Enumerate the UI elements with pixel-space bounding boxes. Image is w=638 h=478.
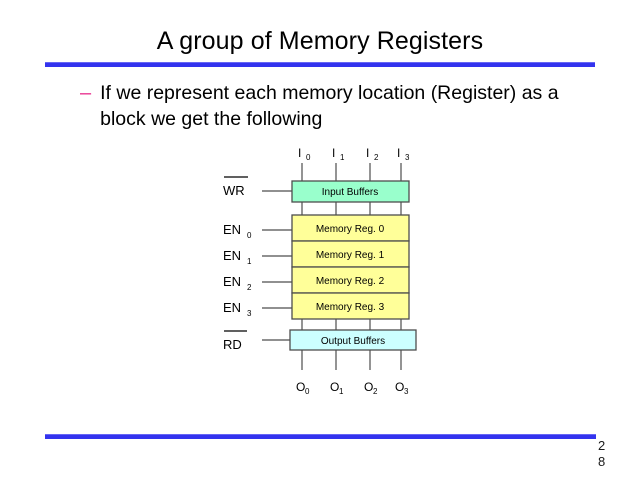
read-control: RD — [223, 330, 290, 352]
memory-register-label-3: Memory Reg. 3 — [316, 302, 385, 313]
memory-register-box-0 — [291, 214, 410, 242]
input-pin-sub-2: 2 — [374, 153, 379, 162]
write-control-label: WR — [223, 183, 245, 198]
output-pin-lines — [301, 350, 402, 370]
input-buffers-box — [291, 180, 410, 203]
input-pin-labels: I 0 I 1 I 2 I 3 — [298, 146, 410, 162]
input-pin-label-1: I — [332, 146, 335, 160]
page-number-line-2: 8 — [598, 454, 606, 469]
page-number: 2 8 — [598, 438, 622, 470]
input-buffers-label: Input Buffers — [322, 187, 379, 198]
memory-register-box-1 — [291, 240, 410, 268]
memory-register-stack: Memory Reg. 0 Memory Reg. 1 Memory Reg. … — [291, 214, 410, 320]
enable-control-sub-0: 0 — [247, 231, 252, 240]
footer-divider — [45, 434, 596, 439]
output-pin-sub-3: 3 — [404, 387, 409, 396]
read-control-label: RD — [223, 337, 242, 352]
input-pin-sub-0: 0 — [306, 153, 311, 162]
output-buffers-box — [289, 329, 417, 351]
enable-control-label-3: EN — [223, 300, 241, 315]
input-pin-label-3: I — [397, 146, 400, 160]
enable-control-sub-3: 3 — [247, 309, 252, 318]
enable-control-label-2: EN — [223, 274, 241, 289]
enable-control-label-0: EN — [223, 222, 241, 237]
memory-to-output-buffer-bus — [301, 319, 402, 330]
title-divider — [45, 62, 595, 67]
enable-control-sub-2: 2 — [247, 283, 252, 292]
enable-control-sub-1: 1 — [247, 257, 252, 266]
output-pin-sub-0: 0 — [305, 387, 310, 396]
memory-register-label-2: Memory Reg. 2 — [316, 276, 385, 287]
enable-control-label-1: EN — [223, 248, 241, 263]
bullet-text: If we represent each memory location (Re… — [100, 82, 559, 130]
bullet-item: – If we represent each memory location (… — [80, 80, 580, 132]
memory-register-label-1: Memory Reg. 1 — [316, 250, 385, 261]
input-pin-label-2: I — [366, 146, 369, 160]
input-pin-sub-3: 3 — [405, 153, 410, 162]
output-pin-label-1: O — [330, 380, 339, 394]
input-buffer-to-memory-bus — [301, 202, 402, 215]
bullet-dash-icon: – — [80, 82, 92, 104]
input-pin-label-0: I — [298, 146, 301, 160]
output-pin-label-0: O — [296, 380, 305, 394]
output-buffers-block: Output Buffers — [289, 329, 417, 351]
page-title: A group of Memory Registers — [156, 27, 484, 55]
input-buffers-block: Input Buffers — [291, 180, 410, 203]
input-pin-lines — [301, 163, 402, 181]
input-pin-sub-1: 1 — [340, 153, 345, 162]
output-pin-sub-1: 1 — [339, 387, 344, 396]
write-control: WR — [223, 176, 292, 198]
output-pin-label-3: O — [395, 380, 404, 394]
memory-register-box-3 — [291, 292, 410, 320]
output-buffers-label: Output Buffers — [321, 336, 385, 347]
output-pin-labels: O 0 O 1 O 2 O 3 — [296, 380, 409, 396]
page-number-line-1: 2 — [598, 438, 606, 453]
memory-register-box-2 — [291, 266, 410, 294]
output-pin-label-2: O — [364, 380, 373, 394]
output-pin-sub-2: 2 — [373, 387, 378, 396]
memory-register-label-0: Memory Reg. 0 — [316, 224, 385, 235]
enable-controls: EN 0 EN 1 EN 2 EN 3 — [223, 222, 292, 318]
